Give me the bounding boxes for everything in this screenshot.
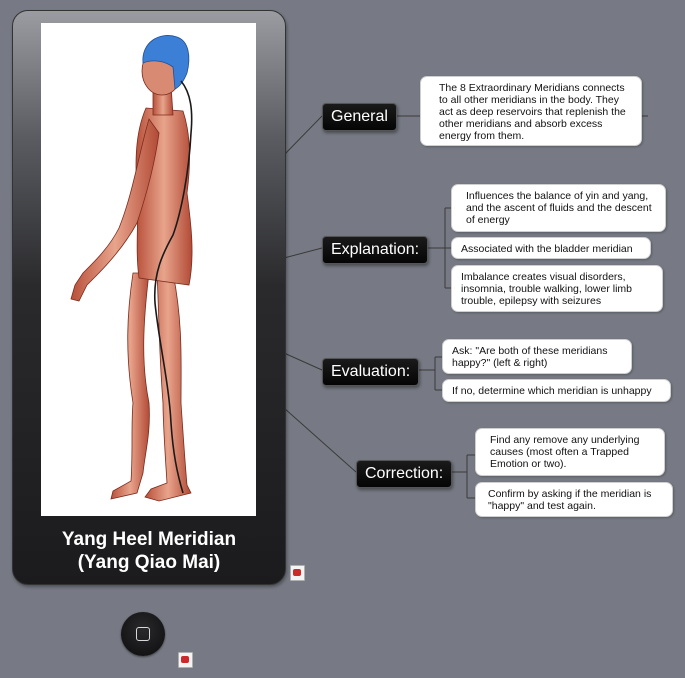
general-note: The 8 Extraordinary Meridians connects t… — [420, 76, 642, 146]
topic-evaluation[interactable]: Evaluation: — [322, 358, 420, 386]
home-button[interactable] — [121, 612, 165, 656]
topic-explanation[interactable]: Explanation: — [322, 236, 429, 264]
body-figure-image — [41, 23, 256, 516]
figure-subtitle: (Yang Qiao Mai) — [77, 552, 221, 573]
topic-general[interactable]: General — [322, 103, 397, 131]
figure-title: Yang Heel Meridian — [61, 529, 237, 550]
evaluation-note-ask: Ask: "Are both of these meridians happy?… — [442, 339, 632, 374]
explanation-note-imbalance: Imbalance creates visual disorders, inso… — [451, 265, 663, 312]
explanation-note-bladder: Associated with the bladder meridian — [451, 237, 651, 259]
human-figure-illustration — [70, 35, 193, 502]
correction-note-causes: Find any remove any underlying causes (m… — [475, 428, 665, 476]
pdf-attachment-icon[interactable] — [178, 652, 193, 668]
correction-note-confirm: Confirm by asking if the meridian is "ha… — [475, 482, 673, 517]
topic-correction[interactable]: Correction: — [356, 460, 453, 488]
evaluation-note-determine: If no, determine which meridian is unhap… — [442, 379, 671, 402]
phone-card: Yang Heel Meridian (Yang Qiao Mai) — [12, 10, 286, 585]
home-button-icon — [136, 627, 150, 641]
pdf-attachment-icon[interactable] — [290, 565, 305, 581]
explanation-note-balance: Influences the balance of yin and yang, … — [451, 184, 666, 232]
